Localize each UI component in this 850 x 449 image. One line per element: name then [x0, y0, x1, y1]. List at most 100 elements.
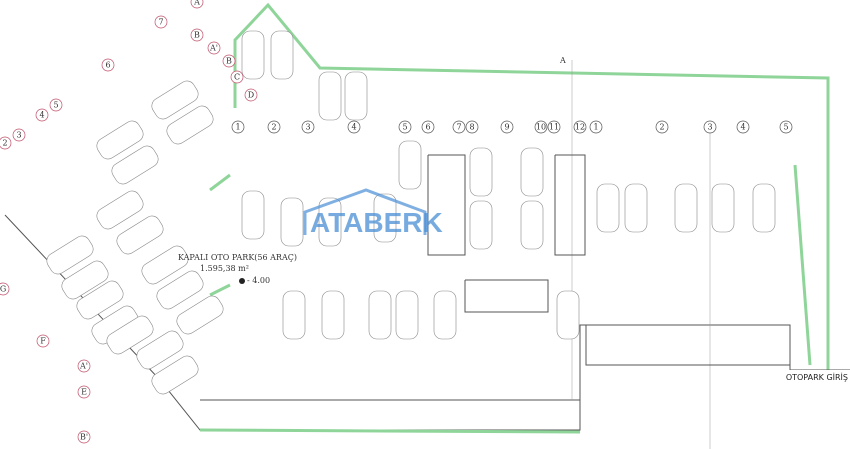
car-icon [398, 140, 422, 190]
grid-bubble-label: A' [79, 362, 88, 371]
car-icon [176, 295, 224, 335]
grid-bubble: C [230, 70, 244, 84]
car-icon [270, 30, 294, 80]
grid-bubble-label: 11 [549, 123, 559, 132]
grid-bubble: 10 [534, 120, 548, 134]
grid-bubble-label: 8 [469, 123, 474, 132]
house-icon [303, 188, 427, 235]
grid-bubble: 9 [500, 120, 514, 134]
car-icon [520, 200, 544, 250]
car-icon [241, 190, 265, 240]
car-icon [156, 270, 204, 310]
car-icon [151, 355, 199, 395]
grid-bubble: B' [77, 430, 91, 444]
section-mark: A [559, 56, 566, 65]
grid-bubble: E [77, 385, 91, 399]
grid-bubble: F [36, 334, 50, 348]
car-icon [321, 290, 345, 340]
grid-bubble: 2 [0, 136, 12, 150]
grid-bubble: 2 [267, 120, 281, 134]
grid-bubble: 1 [589, 120, 603, 134]
grid-bubble: 6 [421, 120, 435, 134]
grid-bubble-label: D [248, 91, 254, 100]
grid-bubble: 5 [779, 120, 793, 134]
car-icon [395, 290, 419, 340]
car-icon [61, 260, 109, 300]
grid-bubble: 3 [12, 128, 26, 142]
car-icon [116, 215, 164, 255]
car-icon [674, 183, 698, 233]
grid-bubble-label: B [194, 31, 200, 40]
grid-bubble: A' [207, 41, 221, 55]
car-icon [368, 290, 392, 340]
car-icon [344, 71, 368, 121]
car-icon [76, 280, 124, 320]
grid-bubble-label: 12 [575, 123, 585, 132]
grid-bubble: 4 [736, 120, 750, 134]
car-icon [151, 80, 199, 120]
grid-bubble-label: 3 [305, 123, 310, 132]
car-icon [141, 245, 189, 285]
grid-bubble-label: 2 [659, 123, 664, 132]
grid-bubble: 7 [452, 120, 466, 134]
grid-bubble-label: F [40, 337, 46, 346]
car-icon [752, 183, 776, 233]
car-icon [624, 183, 648, 233]
car-icon [556, 290, 580, 340]
grid-bubble: A [190, 0, 204, 9]
car-icon [96, 190, 144, 230]
grid-bubble: A' [77, 359, 91, 373]
watermark-logo: ATABERK [303, 188, 443, 238]
parking-title: KAPALI OTO PARK(56 ARAÇ) [178, 253, 297, 262]
grid-bubble: 6 [101, 58, 115, 72]
grid-bubble: 5 [398, 120, 412, 134]
grid-bubble: 4 [347, 120, 361, 134]
car-icon [318, 71, 342, 121]
grid-bubble: B [222, 54, 236, 68]
parking-spaces [46, 30, 776, 395]
grid-bubble-label: 9 [504, 123, 509, 132]
grid-bubble-label: 2 [271, 123, 276, 132]
grid-bubble-label: 4 [740, 123, 745, 132]
car-icon [282, 290, 306, 340]
grid-bubble: 7 [154, 15, 168, 29]
entrance-label-backdrop [784, 370, 850, 382]
grid-bubble-label: 6 [105, 61, 110, 70]
car-icon [469, 147, 493, 197]
grid-bubble-label: B [226, 57, 232, 66]
grid-bubble-label: 4 [351, 123, 356, 132]
grid-bubble-label: 1 [593, 123, 598, 132]
grid-bubble-label: 7 [158, 18, 163, 27]
car-icon [318, 197, 342, 247]
car-icon [241, 30, 265, 80]
car-icon [469, 200, 493, 250]
grid-bubble-label: 3 [16, 131, 21, 140]
car-icon [96, 120, 144, 160]
car-icon [166, 105, 214, 145]
car-icon [373, 193, 397, 243]
grid-bubble: 12 [573, 120, 587, 134]
level-marker-icon [239, 278, 245, 284]
entrance-label: OTOPARK GİRİŞ [786, 372, 848, 382]
grid-bubble-label: A' [209, 44, 218, 53]
grid-bubble: 3 [703, 120, 717, 134]
grid-bubble-label: C [234, 73, 240, 82]
car-icon [711, 183, 735, 233]
car-icon [46, 235, 94, 275]
grid-bubble-label: E [81, 388, 87, 397]
grid-bubble-label: 4 [39, 111, 44, 120]
grid-bubble-label: 3 [707, 123, 712, 132]
grid-bubble: G [0, 282, 10, 296]
grid-bubble: D [244, 88, 258, 102]
grid-bubble-label: A [193, 0, 200, 7]
grid-bubble: 2 [655, 120, 669, 134]
parking-area: 1.595,38 m² [200, 264, 249, 273]
grid-bubble: 8 [465, 120, 479, 134]
watermark-text: ATABERK [310, 207, 443, 238]
grid-bubble-label: B' [80, 433, 88, 442]
car-icon [520, 147, 544, 197]
car-icon [111, 145, 159, 185]
car-icon [433, 290, 457, 340]
